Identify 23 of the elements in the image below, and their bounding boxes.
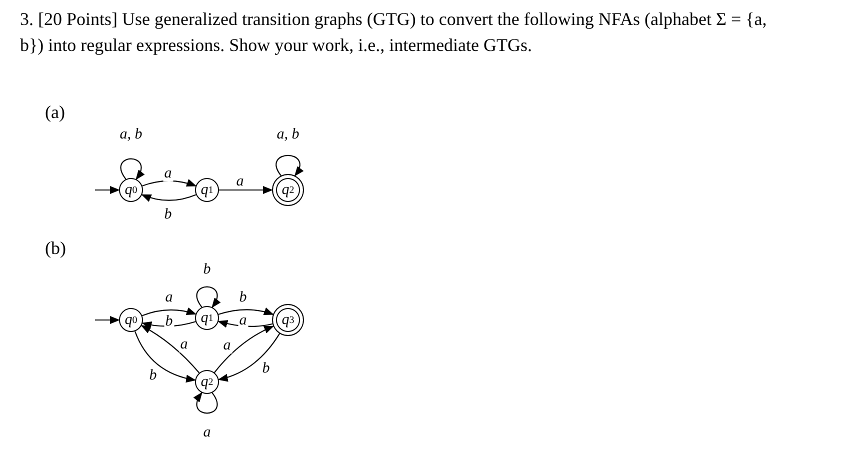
arrow	[214, 326, 274, 373]
arrow	[219, 186, 273, 194]
arrow	[218, 308, 274, 316]
arrow	[194, 392, 218, 414]
arrow	[134, 331, 196, 382]
arrow	[276, 154, 304, 176]
arrow	[141, 194, 196, 202]
arrow	[218, 333, 280, 382]
arrow	[95, 186, 120, 194]
arrow	[142, 179, 197, 187]
question-text: 3. [20 Points] Use generalized transition graphs (GTG) to convert the following NFAs (alphabet Σ = {a, b}) into regular expressions. Show your work, i.e., intermediate GTGs.	[20, 8, 768, 57]
edge-label: b	[164, 314, 174, 330]
arrow	[120, 158, 144, 180]
arrow	[196, 286, 220, 308]
edge-label: a, b	[118, 128, 144, 142]
edge-label: a, b	[276, 128, 300, 142]
arrow	[218, 320, 273, 328]
arrow	[142, 308, 197, 316]
part-label: (b)	[45, 238, 66, 258]
arrow	[95, 316, 120, 324]
part-label: (a)	[45, 102, 65, 122]
arrow	[142, 321, 196, 330]
arrow	[140, 325, 200, 374]
